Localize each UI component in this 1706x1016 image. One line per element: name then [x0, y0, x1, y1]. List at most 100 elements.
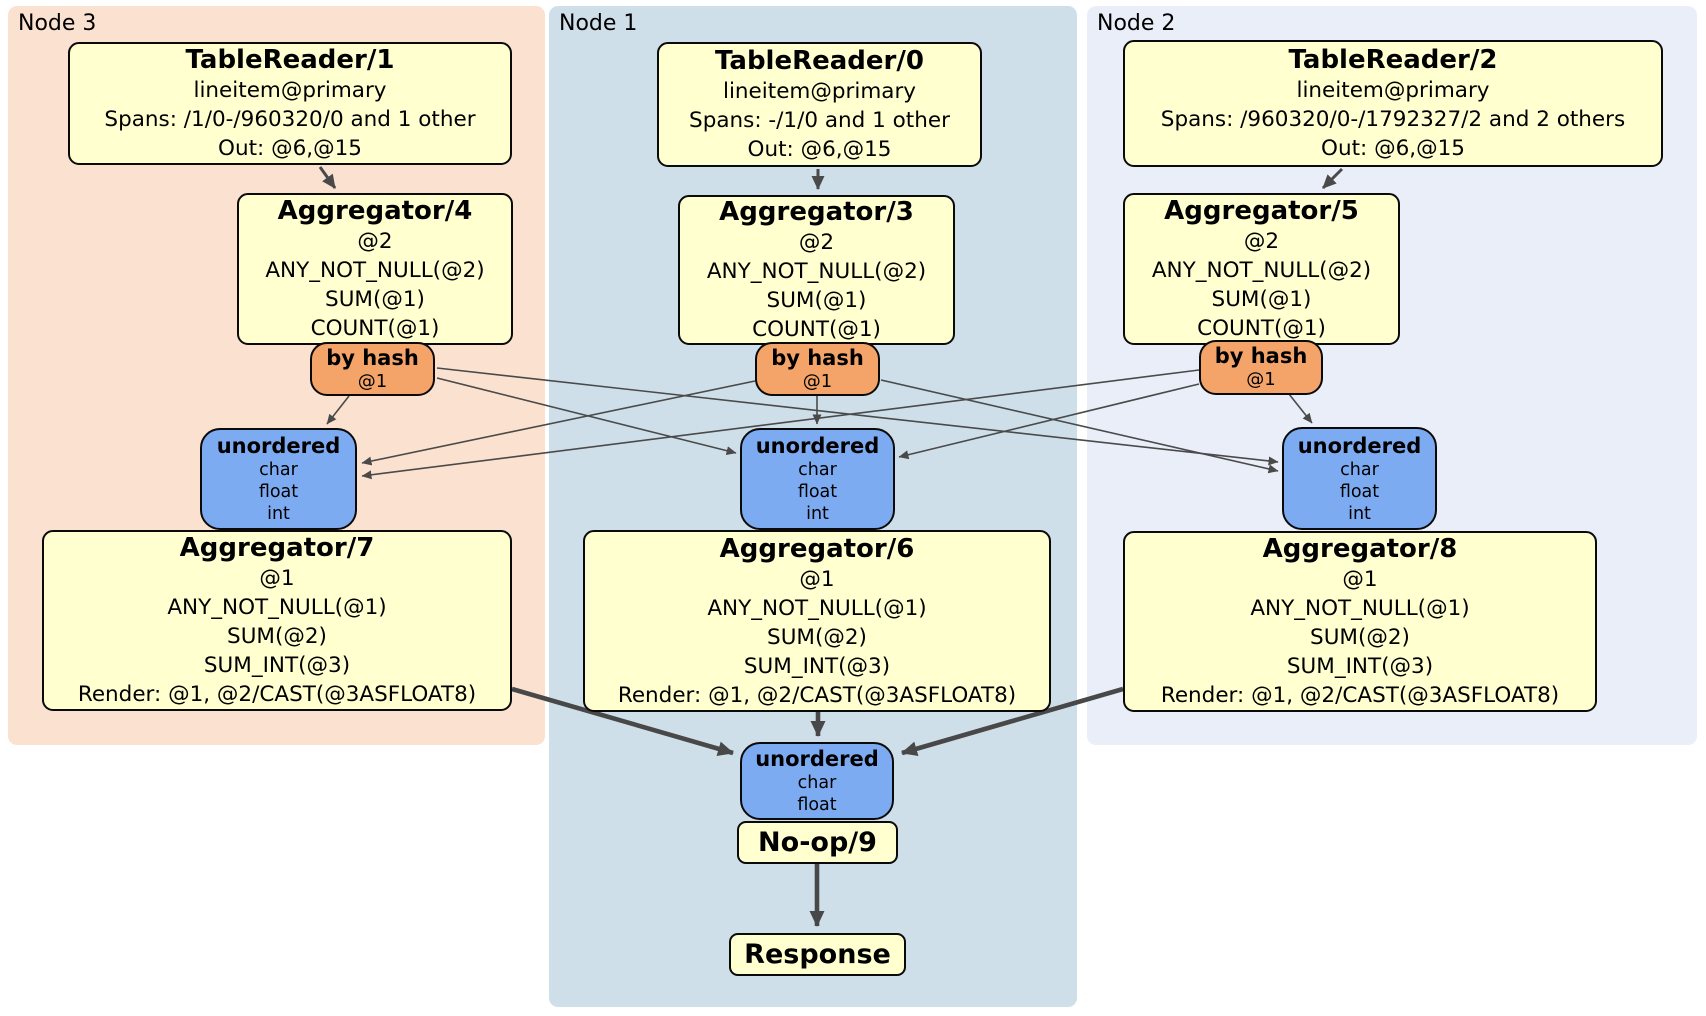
edge-tr1-agg4 [318, 166, 337, 189]
processor-detail: Spans: -/1/0 and 1 other [689, 108, 950, 133]
sync-title: unordered [216, 434, 341, 458]
panel-label-node3: Node 3 [18, 11, 97, 36]
sync-type: char [798, 460, 837, 480]
edge-hash2-sync2 [1288, 393, 1313, 424]
processor-detail: lineitem@primary [722, 79, 917, 104]
processor-detail: SUM_INT(@3) [203, 653, 351, 678]
processor-detail: @2 [798, 230, 835, 255]
sync-type: float [258, 482, 299, 502]
processor-title: Aggregator/7 [179, 533, 375, 563]
sync-type: float [797, 795, 837, 815]
processor-detail: @2 [1243, 229, 1280, 254]
hash-router-node1: by hash @1 [755, 342, 880, 396]
processor-detail: SUM(@1) [766, 288, 867, 313]
edge-hash2-sync1 [898, 383, 1200, 460]
processor-detail: ANY_NOT_NULL(@2) [706, 259, 927, 284]
processor-box-noop-9: No-op/9 [737, 821, 898, 864]
processor-detail: Out: @6,@15 [1321, 136, 1465, 161]
processor-box-aggregator-4: Aggregator/4 @2 ANY_NOT_NULL(@2) SUM(@1)… [237, 193, 513, 345]
processor-detail: ANY_NOT_NULL(@2) [1151, 258, 1372, 283]
processor-box-tablereader-0: TableReader/0 lineitem@primary Spans: -/… [657, 42, 982, 167]
response-title: Response [744, 938, 891, 970]
processor-detail: lineitem@primary [1296, 78, 1490, 103]
processor-title: Aggregator/3 [719, 197, 914, 227]
processor-detail: Spans: /960320/0-/1792327/2 and 2 others [1160, 107, 1626, 132]
edge-hash3-sync2 [436, 367, 1279, 466]
router-key: @1 [357, 370, 388, 392]
processor-title: Aggregator/8 [1262, 534, 1458, 564]
unordered-sync-node2: unordered char float int [1282, 427, 1437, 530]
processor-detail: SUM(@1) [325, 287, 425, 312]
processor-box-aggregator-5: Aggregator/5 @2 ANY_NOT_NULL(@2) SUM(@1)… [1123, 193, 1400, 345]
hash-router-node2: by hash @1 [1199, 340, 1323, 395]
processor-title: Aggregator/4 [277, 196, 473, 226]
processor-detail: ANY_NOT_NULL(@2) [265, 258, 485, 283]
processor-detail: Render: @1, @2/CAST(@3ASFLOAT8) [77, 682, 477, 707]
processor-box-aggregator-8: Aggregator/8 @1 ANY_NOT_NULL(@1) SUM(@2)… [1123, 531, 1597, 712]
edge-agg7-syncfinal [511, 686, 734, 757]
processor-box-tablereader-1: TableReader/1 lineitem@primary Spans: /1… [68, 42, 512, 165]
sync-type: char [1340, 459, 1379, 480]
edge-agg8-syncfinal [901, 686, 1124, 757]
unordered-sync-node3: unordered char float int [200, 428, 357, 530]
unordered-sync-node1: unordered char float int [740, 428, 895, 530]
router-title: by hash [1214, 344, 1308, 368]
processor-detail: ANY_NOT_NULL(@1) [167, 595, 387, 620]
edge-hash3-sync3 [326, 395, 350, 425]
sync-type: int [267, 504, 290, 524]
sync-type: int [806, 504, 829, 524]
sync-type: char [797, 773, 837, 793]
processor-detail: SUM(@2) [227, 624, 327, 649]
processor-title: TableReader/2 [1288, 45, 1498, 75]
edge-hash2-sync3 [361, 369, 1200, 480]
processor-box-aggregator-7: Aggregator/7 @1 ANY_NOT_NULL(@1) SUM(@2)… [42, 530, 512, 711]
sync-type: float [1339, 481, 1380, 502]
processor-detail: ANY_NOT_NULL(@1) [707, 595, 927, 621]
processor-box-aggregator-6: Aggregator/6 @1 ANY_NOT_NULL(@1) SUM(@2)… [583, 530, 1051, 712]
edge-tr2-agg5 [1321, 167, 1344, 190]
sync-type: char [259, 460, 298, 480]
processor-box-aggregator-3: Aggregator/3 @2 ANY_NOT_NULL(@2) SUM(@1)… [678, 195, 955, 345]
sync-title: unordered [1297, 433, 1422, 458]
processor-title: No-op/9 [758, 826, 877, 858]
processor-detail: SUM(@2) [1310, 625, 1410, 650]
processor-detail: Spans: /1/0-/960320/0 and 1 other [104, 107, 476, 132]
router-title: by hash [326, 345, 419, 370]
edge-hash1-sync2 [880, 379, 1279, 474]
router-key: @1 [802, 370, 833, 392]
processor-detail: Out: @6,@15 [747, 137, 892, 162]
processor-detail: Out: @6,@15 [218, 136, 362, 161]
processor-title: TableReader/1 [185, 45, 395, 75]
processor-detail: @1 [799, 566, 835, 592]
processor-box-tablereader-2: TableReader/2 lineitem@primary Spans: /9… [1123, 40, 1663, 167]
processor-title: TableReader/0 [715, 46, 924, 76]
processor-title: Aggregator/5 [1164, 196, 1359, 226]
processor-detail: Render: @1, @2/CAST(@3ASFLOAT8) [617, 682, 1017, 708]
processor-detail: SUM(@2) [767, 624, 867, 650]
sync-title: unordered [755, 747, 879, 771]
sync-type: float [797, 482, 838, 502]
processor-detail: @2 [357, 229, 393, 254]
processor-title: Aggregator/6 [719, 533, 915, 564]
router-key: @1 [1246, 369, 1276, 390]
edge-hash1-sync3 [361, 380, 756, 466]
processor-detail: SUM_INT(@3) [743, 653, 891, 679]
processor-detail: ANY_NOT_NULL(@1) [1250, 596, 1470, 621]
sync-title: unordered [755, 434, 880, 458]
processor-detail: SUM_INT(@3) [1286, 654, 1434, 679]
processor-detail: @1 [259, 566, 295, 591]
panel-label-node1: Node 1 [559, 11, 638, 36]
processor-detail: SUM(@1) [1211, 287, 1312, 312]
panel-label-node2: Node 2 [1097, 11, 1176, 36]
processor-detail: Render: @1, @2/CAST(@3ASFLOAT8) [1160, 683, 1560, 708]
response-box: Response [729, 933, 906, 976]
router-title: by hash [771, 345, 864, 370]
unordered-sync-final: unordered char float [740, 742, 894, 820]
sync-type: int [1348, 503, 1371, 524]
processor-detail: COUNT(@1) [752, 317, 881, 342]
processor-detail: @1 [1342, 567, 1378, 592]
processor-detail: lineitem@primary [193, 78, 387, 103]
hash-router-node3: by hash @1 [310, 342, 435, 396]
